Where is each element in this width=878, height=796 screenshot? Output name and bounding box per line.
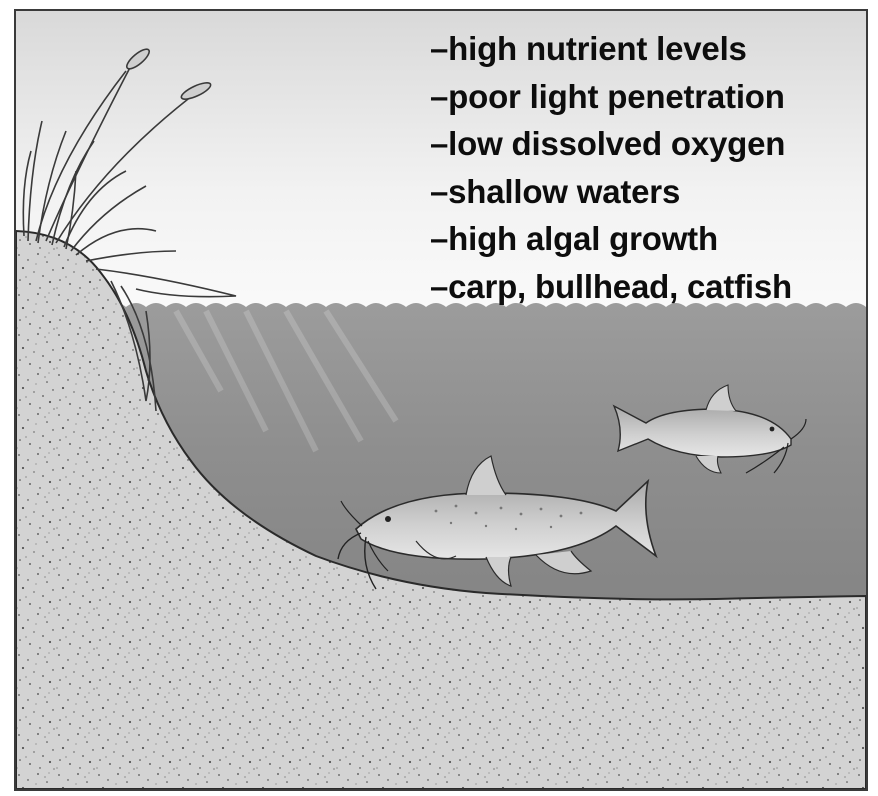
feature-item: –poor light penetration (430, 73, 792, 121)
feature-item: –carp, bullhead, catfish (430, 263, 792, 311)
feature-item: –high algal growth (430, 215, 792, 263)
feature-item: –high nutrient levels (430, 25, 792, 73)
feature-item: –low dissolved oxygen (430, 120, 792, 168)
pond-diagram: –high nutrient levels –poor light penetr… (14, 9, 868, 791)
feature-item: –shallow waters (430, 168, 792, 216)
pond-characteristics-list: –high nutrient levels –poor light penetr… (430, 25, 792, 310)
